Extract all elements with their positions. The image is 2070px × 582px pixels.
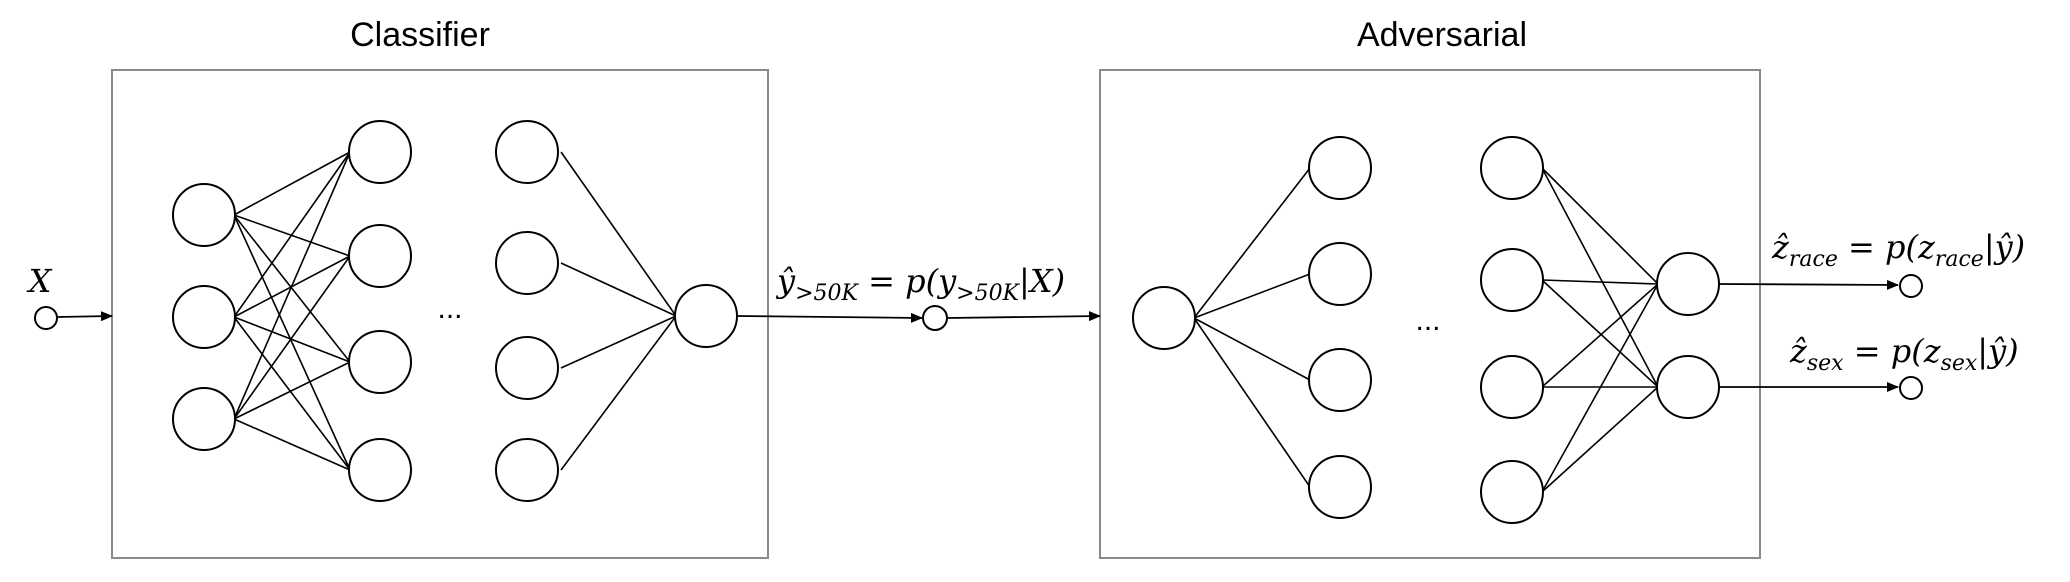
neuron — [495, 231, 559, 295]
formula-rhs-sub: >50K — [956, 281, 1020, 306]
neuron — [495, 336, 559, 400]
classifier-output-arrow — [736, 312, 923, 323]
input-arrow — [56, 311, 113, 322]
neuron — [348, 438, 412, 502]
classifier-edges — [233, 151, 677, 471]
neuron — [172, 387, 236, 451]
classifier-output-neuron — [674, 284, 738, 348]
neuron — [172, 285, 236, 349]
neuron — [1480, 460, 1544, 524]
adversarial-ellipsis: ... — [1415, 304, 1440, 337]
formula-rhs-sub: race — [1935, 247, 1984, 272]
formula-lhs-sub: >50K — [795, 281, 859, 306]
neuron — [1480, 248, 1544, 312]
classifier-hidden-layer-1 — [348, 120, 412, 502]
adversarial-title: Adversarial — [1357, 16, 1527, 54]
formula-rhs-tail: |ŷ) — [1977, 332, 2018, 370]
adversarial-edges — [1193, 167, 1659, 493]
neuron — [348, 330, 412, 394]
neuron — [172, 183, 236, 247]
classifier-output-formula: ŷ>50K = p(y>50K|X) — [775, 262, 1065, 306]
formula-eq: = p(z — [1838, 228, 1936, 266]
adversarial-hidden-layer-1 — [1308, 136, 1372, 519]
neuron — [348, 224, 412, 288]
classifier-title: Classifier — [350, 16, 490, 54]
neuron — [1308, 348, 1372, 412]
formula-rhs-tail: |X) — [1019, 262, 1065, 300]
sex-output-formula: ẑsex = p(zsex|ŷ) — [1789, 332, 2019, 376]
neuron — [1308, 136, 1372, 200]
classifier-input-layer — [172, 183, 236, 451]
neuron — [1308, 242, 1372, 306]
sex-output-neuron — [1656, 355, 1720, 419]
formula-eq: = p(z — [1844, 332, 1942, 370]
adversarial-input-neuron — [1132, 286, 1196, 350]
adversarial-output-layer — [1656, 252, 1720, 419]
race-output-arrow — [1718, 279, 1899, 290]
race-output-neuron — [1656, 252, 1720, 316]
formula-lhs: ẑ — [1771, 228, 1790, 266]
neuron — [1480, 355, 1544, 419]
neuron — [1308, 455, 1372, 519]
input-node — [34, 306, 58, 330]
formula-lhs-sub: race — [1789, 247, 1838, 272]
classifier-ellipsis: ... — [437, 292, 462, 325]
neuron — [1480, 136, 1544, 200]
race-output-formula: ẑrace = p(zrace|ŷ) — [1771, 228, 2025, 272]
neuron — [495, 120, 559, 184]
sex-output-node — [1899, 376, 1923, 400]
input-label: X — [26, 262, 53, 300]
formula-lhs-sub: sex — [1807, 351, 1844, 376]
neuron — [348, 120, 412, 184]
neuron — [495, 438, 559, 502]
classifier-output-node — [922, 305, 948, 331]
formula-rhs-tail: |ŷ) — [1984, 228, 2025, 266]
formula-lhs: ŷ — [775, 262, 796, 300]
race-output-node — [1899, 274, 1923, 298]
formula-rhs-sub: sex — [1941, 351, 1978, 376]
formula-eq: = p(y — [858, 262, 957, 300]
adversarial-input-arrow — [946, 311, 1101, 322]
adversarial-hidden-layer-n — [1480, 136, 1544, 524]
formula-lhs: ẑ — [1789, 332, 1808, 370]
classifier-hidden-layer-n — [495, 120, 559, 502]
